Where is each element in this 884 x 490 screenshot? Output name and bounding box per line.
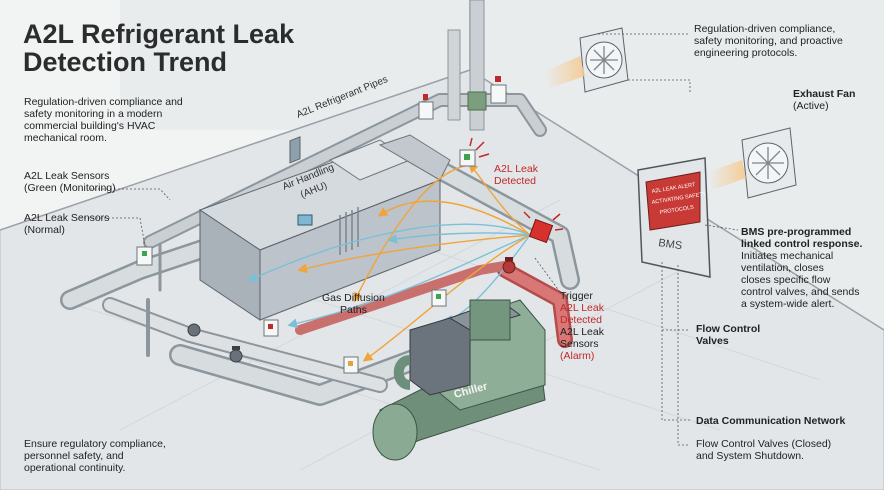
- sensors-green-line2: (Green (Monitoring): [24, 182, 116, 194]
- exhaust-line2: (Active): [793, 100, 829, 112]
- footer-line3: operational continuity.: [24, 462, 126, 474]
- bms-response-line3: Initiates mechanical: [741, 250, 834, 262]
- bms-response-line2: linked control response.: [741, 238, 863, 250]
- bms-response-line4: ventilation, closes: [741, 262, 824, 274]
- right-bms-response: BMS pre-programmed linked control respon…: [741, 226, 862, 310]
- sensor-green-1-icon: [136, 246, 153, 266]
- label-trigger: Trigger A2L Leak Detected A2L Leak Senso…: [560, 290, 604, 362]
- leak-detected-line1: A2L Leak: [494, 163, 538, 175]
- network-line: Data Communication Network: [696, 415, 846, 427]
- flow-valves-line2: Valves: [696, 335, 729, 347]
- exhaust-fan-1-icon: [579, 27, 629, 93]
- trigger-line2: A2L Leak: [560, 302, 604, 314]
- title-line1: A2L Refrigerant Leak: [23, 19, 295, 49]
- intro-line1: Regulation-driven compliance and: [24, 96, 183, 108]
- footer-line1: Ensure regulatory compliance,: [24, 438, 166, 450]
- trigger-line1: Trigger: [560, 290, 593, 302]
- right-closed: Flow Control Valves (Closed) and System …: [696, 438, 831, 462]
- exhaust-fans: [545, 27, 797, 199]
- bms-label: BMS: [658, 237, 683, 252]
- valve-icons: [187, 257, 516, 363]
- leak-detected-line2: Detected: [494, 175, 537, 187]
- intro-line4: mechanical room.: [24, 132, 107, 144]
- exhaust-line1: Exhaust Fan: [793, 88, 856, 100]
- right-compliance: Regulation-driven compliance, safety mon…: [694, 23, 843, 59]
- sensor-normal-3-icon: [343, 356, 359, 374]
- intro-text: Regulation-driven compliance and safety …: [24, 96, 183, 144]
- bms-response-line6: control valves, and sends: [741, 286, 860, 298]
- bms-screen-line3: PROTOCOLS: [659, 205, 694, 216]
- sensors-normal-line1: A2L Leak Sensors: [24, 212, 110, 224]
- trigger-line4: A2L Leak: [560, 326, 604, 338]
- trigger-line6: (Alarm): [560, 350, 595, 362]
- page-title: A2L Refrigerant Leak Detection Trend: [23, 20, 343, 76]
- bms-response-line5: closes specific flow: [741, 274, 831, 286]
- sensors-normal-line2: (Normal): [24, 224, 65, 236]
- refrigerant-pipes: [60, 0, 580, 406]
- leader-lines: [80, 33, 739, 446]
- chiller-unit: [372, 299, 546, 461]
- sensors-green-line1: A2L Leak Sensors: [24, 170, 110, 182]
- gas-paths-line2: Paths: [339, 304, 367, 316]
- trigger-line3: Detected: [560, 314, 603, 326]
- label-sensors-green: A2L Leak Sensors (Green (Monitoring): [24, 170, 116, 194]
- bms-panel: [637, 157, 711, 278]
- alert-rays-icon: [469, 137, 490, 158]
- right-network: Data Communication Network: [696, 415, 845, 427]
- bms-response-line1: BMS pre-programmed: [741, 226, 852, 238]
- trigger-line5: Sensors: [560, 338, 599, 350]
- right-exhaust: Exhaust Fan (Active): [793, 88, 855, 112]
- closed-line2: and System Shutdown.: [696, 450, 804, 462]
- right-flow-valves: Flow Control Valves: [696, 323, 760, 347]
- label-leak-detected: A2L Leak Detected: [494, 163, 538, 187]
- footer-text: Ensure regulatory compliance, personnel …: [24, 438, 166, 474]
- gas-paths-line1: Gas Diffusion: [322, 292, 385, 304]
- sensor-normal-2-icon: [263, 319, 279, 337]
- footer-line2: personnel safety, and: [24, 450, 124, 462]
- exhaust-fan-2-icon: [741, 127, 797, 199]
- label-gas-paths: Gas Diffusion Paths: [322, 292, 385, 316]
- sensors: [136, 76, 564, 374]
- intro-line3: commercial building's HVAC: [24, 120, 156, 132]
- flow-valves-line1: Flow Control: [696, 323, 761, 335]
- ahu-unit: [198, 134, 451, 321]
- compliance-line2: safety monitoring, and proactive: [694, 35, 843, 47]
- sensor-alarm-icon: [523, 211, 564, 244]
- sensor-ceiling-2-icon: [490, 76, 507, 104]
- sensor-ceiling-1-icon: [418, 94, 434, 120]
- compliance-line1: Regulation-driven compliance,: [694, 23, 836, 35]
- compliance-line3: engineering protocols.: [694, 47, 798, 59]
- intro-line2: safety monitoring in a modern: [24, 108, 163, 120]
- sensor-green-4-icon: [431, 289, 447, 307]
- title-line2: Detection Trend: [23, 47, 228, 77]
- bms-response-line7: a system-wide alert.: [741, 298, 835, 310]
- label-sensors-normal: A2L Leak Sensors (Normal): [24, 212, 109, 236]
- closed-line1: Flow Control Valves (Closed): [696, 438, 832, 450]
- sensor-detected-icon: [459, 149, 476, 167]
